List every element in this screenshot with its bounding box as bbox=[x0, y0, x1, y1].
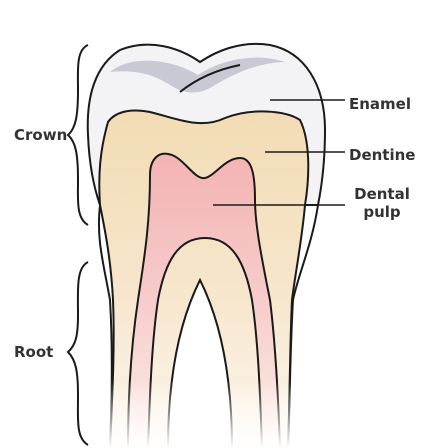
crown-label: Crown bbox=[14, 126, 68, 144]
dental-pulp-label: Dental pulp bbox=[352, 185, 412, 221]
enamel-shadow bbox=[110, 57, 285, 93]
dental-pulp-label-line1: Dental bbox=[354, 185, 410, 203]
root-brace bbox=[66, 261, 89, 446]
crown-brace bbox=[66, 44, 89, 226]
dentine-label: Dentine bbox=[349, 146, 416, 164]
root-label: Root bbox=[14, 343, 54, 361]
enamel-groove bbox=[179, 64, 241, 93]
bottom-fade bbox=[100, 380, 300, 448]
dental-pulp-label-line2: pulp bbox=[363, 203, 401, 221]
enamel-label: Enamel bbox=[349, 95, 411, 113]
